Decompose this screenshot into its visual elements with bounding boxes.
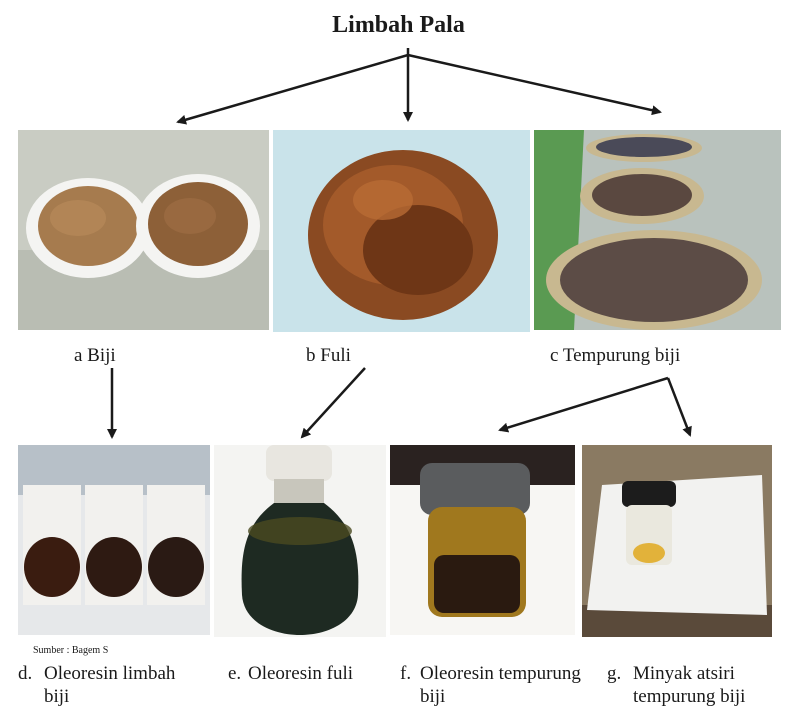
caption-f-marker: f.: [400, 663, 412, 684]
caption-e-marker: e.: [228, 663, 242, 684]
caption-g-line1: Minyak atsiri: [633, 663, 735, 684]
diagram-title: Limbah Pala: [332, 12, 465, 38]
caption-d-line1: Oleoresin limbah: [44, 663, 176, 684]
caption-g-line2: tempurung biji: [633, 686, 746, 707]
arrow-title-to-a: [176, 53, 409, 125]
caption-f-line1: Oleoresin tempurung: [420, 663, 581, 684]
arrow-c-to-f: [498, 376, 669, 433]
photo-f-oleoresin-tempurung-biji: [390, 445, 575, 635]
caption-f-line2: biji: [420, 686, 446, 707]
caption-g: g. Minyak atsiri tempurung biji: [607, 662, 782, 710]
arrow-c-to-g: [666, 377, 692, 437]
photo-e-oleoresin-fuli: [214, 445, 386, 637]
photo-g-minyak-atsiri-tempurung-biji: [582, 445, 772, 637]
caption-e-line1: Oleoresin fuli: [248, 663, 354, 684]
photo-b-fuli: [273, 130, 530, 332]
label-b-fuli: b Fuli: [306, 345, 351, 366]
photo-c-tempurung-biji: [534, 130, 781, 330]
photo-d-oleoresin-limbah-biji: [18, 445, 210, 635]
arrow-b-to-e: [300, 367, 366, 439]
caption-e: e. Oleoresin fuli: [228, 662, 398, 710]
caption-f: f. Oleoresin tempurung biji: [400, 662, 600, 710]
label-c-tempurung-biji: c Tempurung biji: [550, 345, 681, 366]
label-a-biji: a Biji: [74, 345, 116, 366]
caption-d-line2: biji: [44, 686, 70, 707]
caption-d-marker: d.: [18, 663, 33, 684]
arrow-title-to-c: [407, 53, 662, 116]
source-note: Sumber : Bagem S: [33, 645, 109, 656]
photo-a-biji: [18, 130, 269, 330]
caption-d: d. Oleoresin limbah biji: [18, 662, 213, 710]
caption-g-marker: g.: [607, 663, 622, 684]
